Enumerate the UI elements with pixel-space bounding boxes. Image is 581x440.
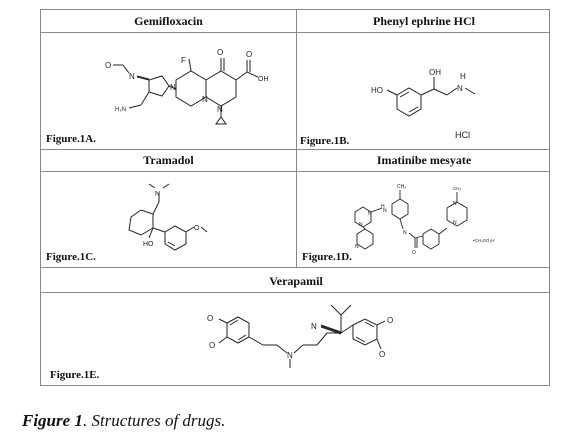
atom-label: N	[457, 84, 463, 93]
atom-label: H	[460, 72, 466, 81]
figure-table: Gemifloxacin Phenyl ephrine HCl Tramadol…	[40, 9, 550, 386]
caption-figure-number: Figure 1	[22, 411, 83, 430]
tramadol-structure: N HO O	[128, 183, 208, 251]
atom-label: N	[287, 351, 293, 360]
panel-c-title: Tramadol	[143, 153, 194, 167]
panel-b-label: Figure.1B.	[300, 135, 350, 147]
atom-label: N	[368, 211, 372, 217]
atom-label: N	[453, 201, 457, 207]
atom-label: N	[129, 72, 135, 81]
column-divider	[296, 10, 297, 267]
panel-d-label: Figure.1D.	[302, 251, 352, 263]
atom-label: H₂N	[115, 107, 126, 113]
atom-label: O	[194, 225, 200, 232]
panel-c-label: Figure.1C.	[46, 251, 96, 263]
atom-label: N	[383, 208, 387, 214]
panel-a-title: Gemifloxacin	[134, 14, 203, 28]
salt-label: •CH₃SO₃H	[473, 238, 495, 243]
atom-label: O	[412, 250, 416, 256]
atom-label: F	[181, 56, 186, 65]
panel-d-title: Imatinibe mesyate	[376, 153, 472, 167]
row-divider	[41, 32, 549, 33]
caption-text: . Structures of drugs.	[82, 411, 226, 430]
atom-label: N	[217, 105, 223, 114]
atom-label: O	[379, 350, 385, 359]
phenylephrine-structure: HO OH H N HCl	[371, 68, 476, 140]
salt-label: HCl	[455, 130, 470, 140]
panel-e: O O N N O O Figure.1E.	[41, 293, 551, 386]
atom-label: N	[453, 220, 457, 226]
atom-label: N	[311, 322, 317, 331]
atom-label: N	[170, 83, 176, 92]
atom-label: CH₃	[397, 184, 406, 190]
panel-d: CH₃ H N N N N N O N N CH₃ •CH₃SO₃H Figur…	[297, 172, 551, 267]
imatinib-structure: CH₃ H N N N N N O N N CH₃ •CH₃SO₃H	[354, 184, 495, 256]
panel-e-title: Verapamil	[269, 274, 323, 288]
atom-label: O	[387, 316, 393, 325]
panel-b-title: Phenyl ephrine HCl	[372, 14, 475, 28]
panel-a-label: Figure.1A.	[46, 133, 96, 145]
row-divider	[41, 292, 549, 293]
atom-label: HO	[143, 241, 154, 248]
atom-label: O	[105, 61, 111, 70]
atom-label: O	[246, 50, 252, 59]
atom-label: H	[381, 204, 385, 210]
atom-label: CH₃	[453, 186, 461, 191]
gemifloxacin-structure: F O O OH N N N N O H₂N	[105, 48, 269, 125]
panel-b: HO OH H N HCl Figure.1B.	[297, 33, 551, 149]
atom-label: N	[155, 191, 160, 198]
row-divider	[41, 267, 549, 268]
atom-label: N	[403, 230, 407, 236]
atom-label: N	[359, 222, 363, 228]
atom-label: HO	[371, 86, 383, 95]
row-divider	[41, 149, 549, 150]
atom-label: O	[217, 48, 223, 57]
atom-label: O	[209, 341, 215, 350]
verapamil-structure: O O N N O O	[207, 304, 393, 368]
atom-label: O	[207, 314, 213, 323]
panel-c: N HO O Figure.1C.	[41, 172, 296, 267]
atom-label: N	[202, 95, 208, 104]
row-divider	[41, 171, 549, 172]
panel-e-label: Figure.1E.	[50, 369, 100, 381]
atom-label: OH	[429, 68, 441, 77]
atom-label: OH	[258, 76, 269, 83]
panel-a: F O O OH N N N N O H₂N Figure.1A.	[41, 33, 296, 149]
figure-caption: Figure 1. Structures of drugs.	[22, 411, 225, 431]
atom-label: N	[355, 244, 359, 250]
